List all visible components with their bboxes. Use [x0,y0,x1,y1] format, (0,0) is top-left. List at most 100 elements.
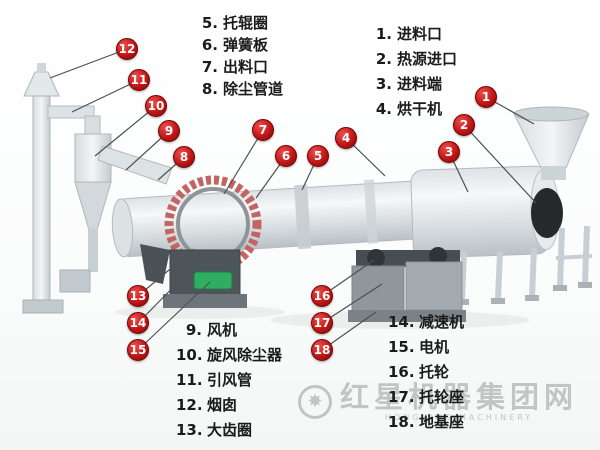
callout-2: 2 [453,114,475,136]
feed-hopper [513,106,590,180]
dust-duct [97,145,173,185]
part-name: 进料口 [397,25,443,43]
callout-11: 11 [128,69,150,91]
watermark-title: 红星机器集团网 [340,380,579,414]
ground-shadow [115,305,285,319]
part-number: 6. [201,36,218,54]
callout-9: 9 [158,120,180,142]
part-label-2: 2. 热源进口 [366,47,457,72]
part-number: 15. [388,338,415,356]
induced-draft-pipe [47,105,95,119]
part-label-8: 8. 除尘管道 [192,78,283,100]
part-number: 7. [201,58,218,76]
watermark: ✸ 红星机器集团网 HONGXING MACHINERY [298,382,578,422]
part-label-11: 11. 引风管 [176,368,282,393]
part-number: 16. [388,363,415,381]
part-label-9: 9. 风机 [176,318,282,343]
part-name: 烟囱 [207,396,238,414]
heat-source-inlet-opening [531,188,563,238]
motor [193,271,233,290]
part-name: 托轮座 [419,388,465,406]
part-name: 除尘管道 [223,80,284,98]
part-label-14: 14. 减速机 [388,310,464,335]
part-label-5: 5. 托辊圈 [192,12,283,34]
part-name: 托辊圈 [223,14,269,32]
part-name: 电机 [419,338,450,356]
part-label-4: 4. 烘干机 [366,97,457,122]
part-number: 14. [388,313,415,331]
label-group-bottom-left: 9. 风机 10. 旋风除尘器 11. 引风管 12. 烟囱 13. 大齿圈 [176,318,282,443]
leader-lines [49,48,537,351]
part-number: 1. [375,25,392,43]
part-number: 2. [375,50,392,68]
part-label-7: 7. 出料口 [192,56,283,78]
discharge-chute [140,244,170,284]
callout-15: 15 [127,339,149,361]
part-label-10: 10. 旋风除尘器 [176,343,282,368]
support-roller [429,247,447,265]
label-group-bottom-right: 14. 减速机 15. 电机 16. 托轮 17. 托轮座 18. 地基座 [388,310,464,435]
part-label-16: 16. 托轮 [388,360,464,385]
watermark-subtitle: HONGXING MACHINERY [384,413,534,422]
callout-4: 4 [335,127,357,149]
callout-14: 14 [127,312,149,334]
part-name: 减速机 [419,313,465,331]
callout-13: 13 [127,285,149,307]
chimney [22,63,64,314]
callout-12: 12 [116,38,138,60]
part-number: 5. [201,14,218,32]
support-roller [367,249,385,267]
callout-1: 1 [475,86,497,108]
callout-7: 7 [252,119,274,141]
roller-seat [351,265,405,313]
riding-ring [363,179,378,244]
part-name: 弹簧板 [223,36,269,54]
part-number: 12. [176,396,203,414]
part-label-13: 13. 大齿圈 [176,418,282,443]
part-name: 进料端 [397,75,443,93]
part-number: 3. [375,75,392,93]
callout-10: 10 [145,95,167,117]
part-number: 13. [176,421,203,439]
part-name: 托轮 [419,363,450,381]
part-name: 旋风除尘器 [207,346,283,364]
part-name: 烘干机 [397,100,443,118]
part-label-1: 1. 进料口 [366,22,457,47]
part-name: 出料口 [223,58,269,76]
part-name: 风机 [207,321,238,339]
riding-ring [294,184,312,250]
part-label-15: 15. 电机 [388,335,464,360]
label-group-top-left: 5. 托辊圈 6. 弹簧板 7. 出料口 8. 除尘管道 [192,12,283,100]
drum-body [111,179,450,258]
fan-unit [59,269,91,293]
foundation-base [348,310,466,322]
callout-8: 8 [173,146,195,168]
callout-6: 6 [275,145,297,167]
callout-17: 17 [311,312,333,334]
part-name: 大齿圈 [207,421,253,439]
part-number: 8. [201,80,218,98]
drive-assembly [163,249,247,308]
part-label-3: 3. 进料端 [366,72,457,97]
part-name: 热源进口 [397,50,458,68]
part-number: 4. [375,100,392,118]
callout-5: 5 [307,145,329,167]
part-number: 10. [176,346,203,364]
part-number: 11. [176,371,203,389]
part-number: 9. [185,321,202,339]
part-number: 18. [388,413,415,431]
part-label-18: 18. 地基座 [388,410,464,435]
leg-crossbar [555,254,593,260]
part-number: 17. [388,388,415,406]
roller-seat [405,261,463,311]
part-name: 引风管 [207,371,253,389]
callout-3: 3 [438,141,460,163]
watermark-logo-icon: ✸ [298,385,332,419]
callout-16: 16 [311,285,333,307]
cyclone-dust-collector [59,115,112,293]
roller-station [348,247,466,322]
part-label-17: 17. 托轮座 [388,385,464,410]
part-name: 地基座 [419,413,465,431]
